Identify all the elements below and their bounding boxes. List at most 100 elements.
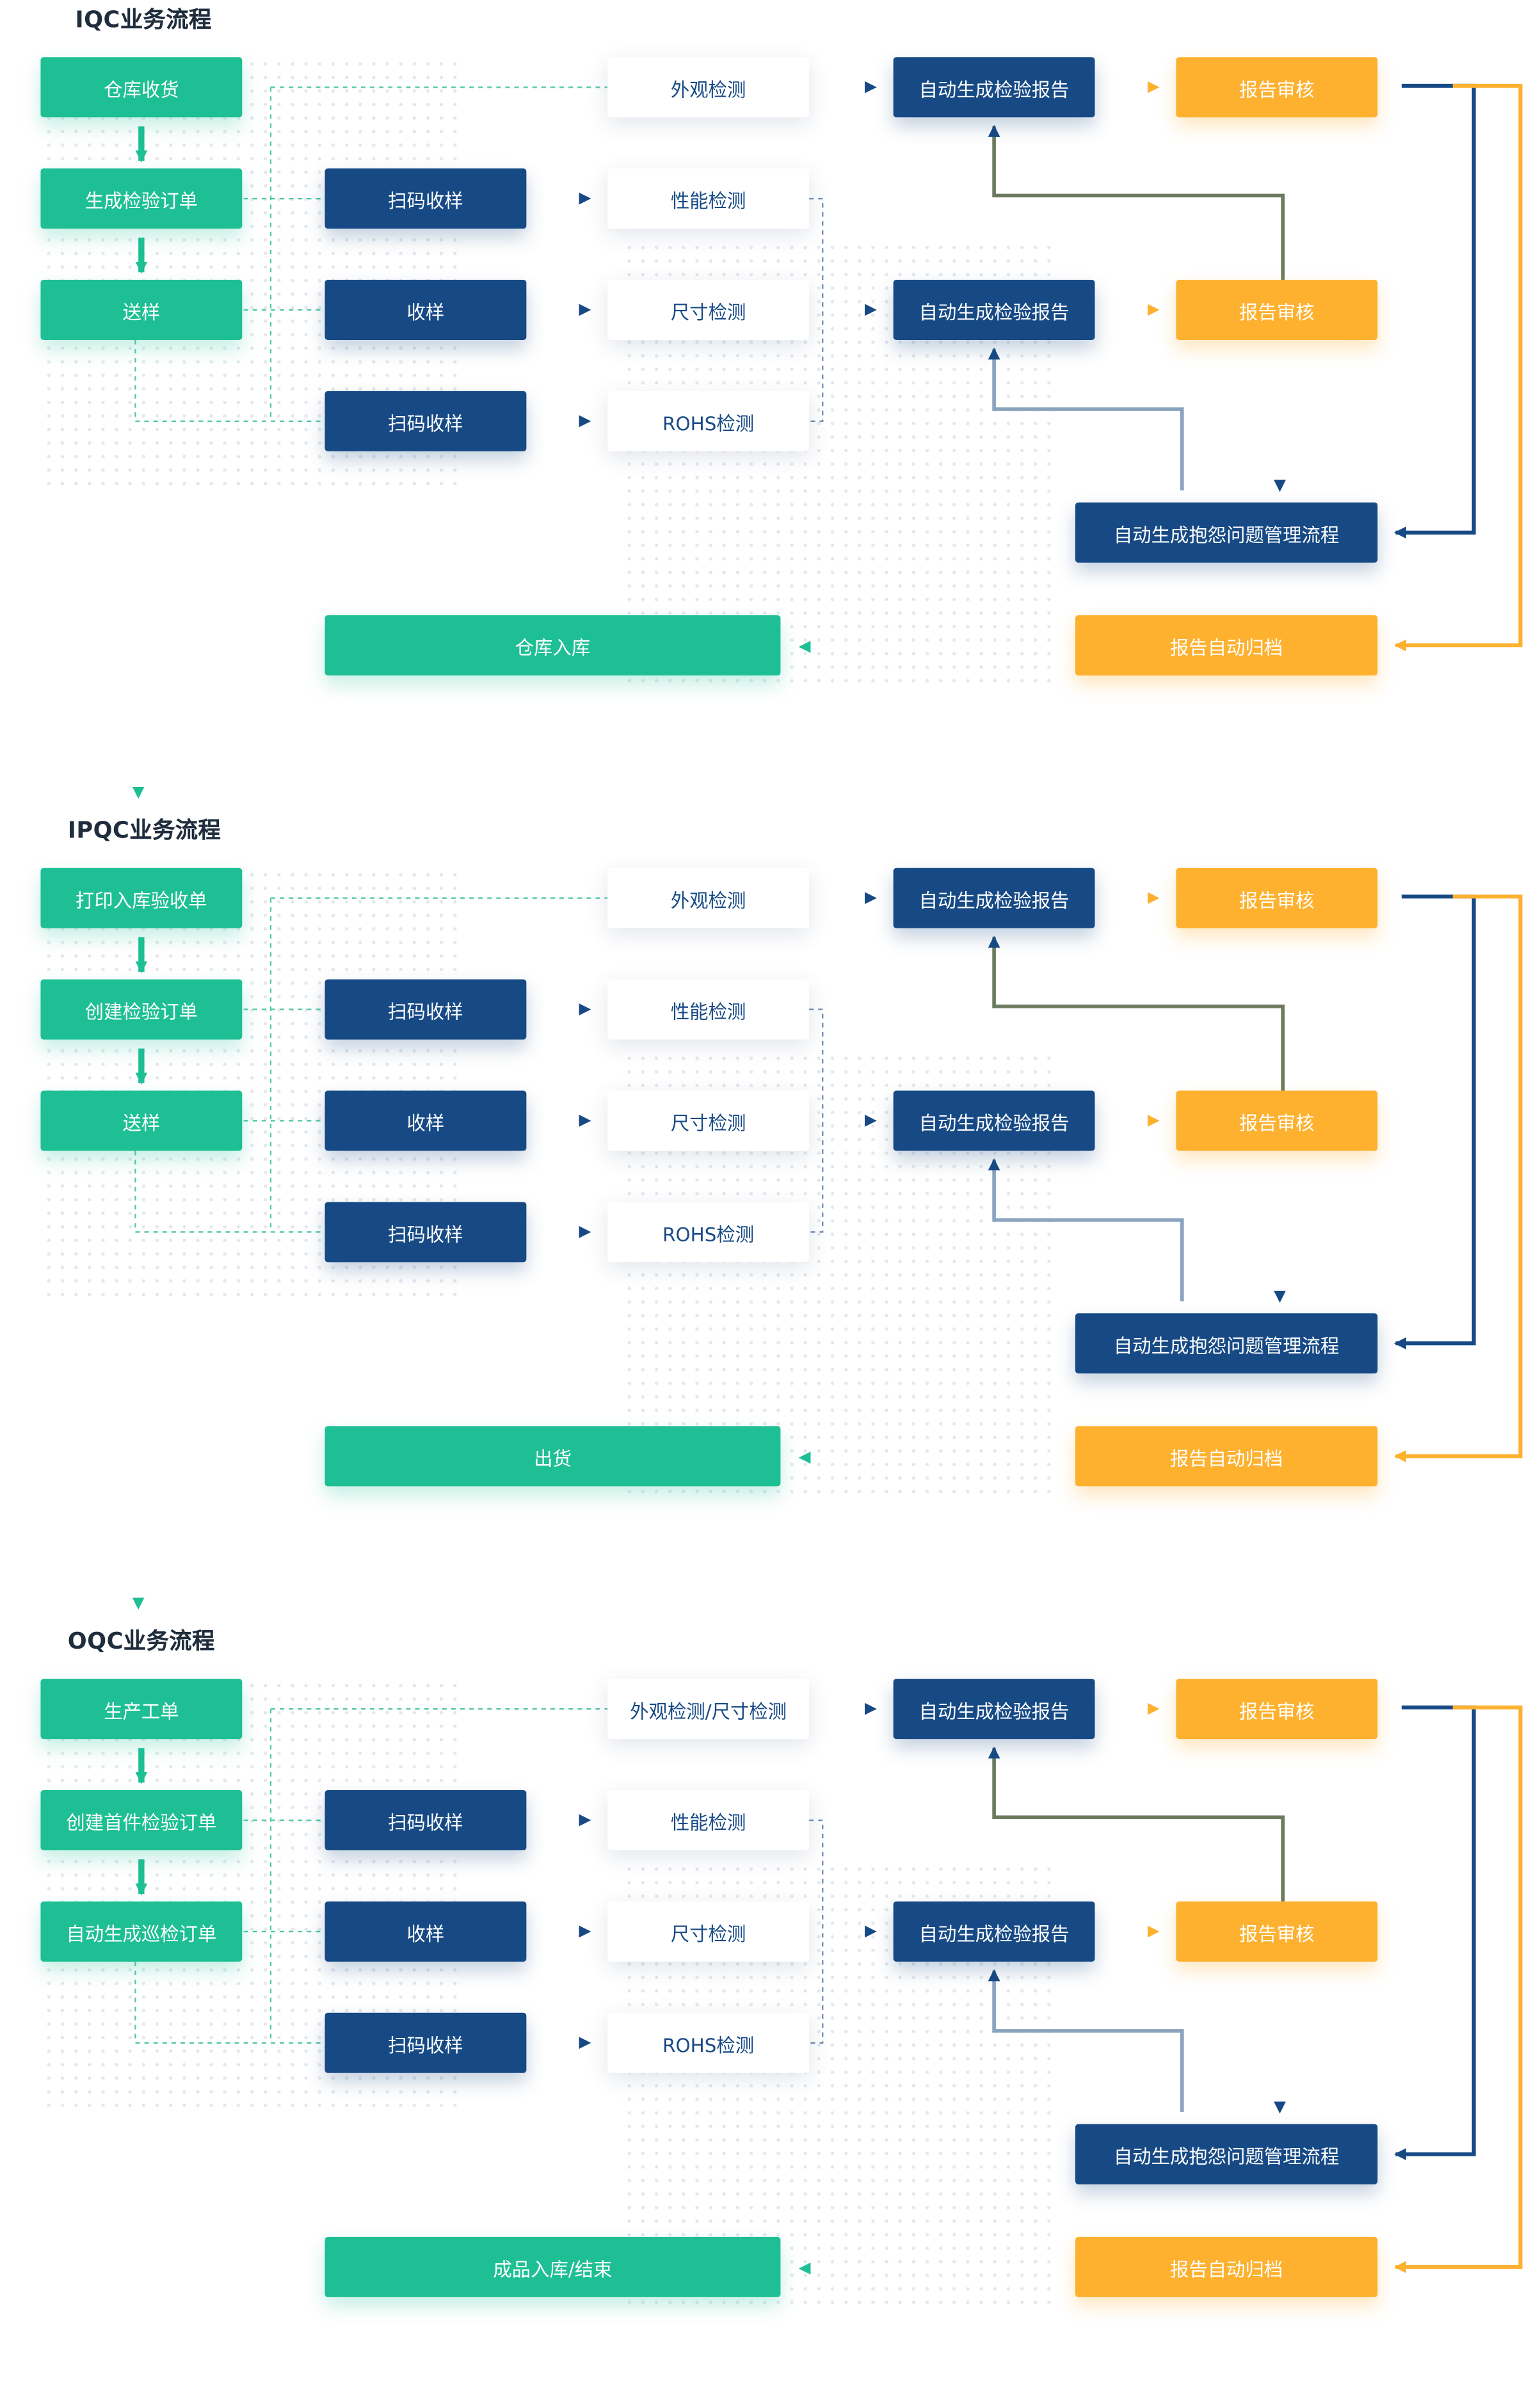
iqc-test-1-label: 外观检测	[670, 77, 746, 101]
ipqc-audit-2-label: 报告审核	[1239, 1111, 1315, 1134]
iqc-section-title: IQC业务流程	[75, 6, 212, 33]
oqc-test-4-label: ROHS检测	[662, 2033, 755, 2056]
iqc-step-1-label: 仓库收货	[104, 77, 179, 101]
ipqc-step-1[interactable]: 打印入库验收单	[40, 868, 243, 928]
ipqc-report-1[interactable]: 自动生成检验报告	[893, 868, 1095, 928]
oqc-test-3[interactable]: 尺寸检测	[607, 1901, 810, 1962]
oqc-issue-flow-label: 自动生成抱怨问题管理流程	[1113, 2144, 1340, 2167]
ipqc-section-title: IPQC业务流程	[67, 816, 221, 844]
oqc-test-1[interactable]: 外观检测/尺寸检测	[607, 1679, 810, 1740]
iqc-issue-flow[interactable]: 自动生成抱怨问题管理流程	[1075, 502, 1378, 563]
oqc-final[interactable]: 成品入库/结束	[325, 2236, 781, 2297]
iqc-archive[interactable]: 报告自动归档	[1075, 615, 1378, 675]
connector-62	[988, 1746, 1285, 1902]
ipqc-audit-1[interactable]: 报告审核	[1176, 868, 1378, 928]
ipqc-test-4-label: ROHS检测	[662, 1222, 755, 1245]
ipqc-sample-3[interactable]: 扫码收样	[325, 1202, 527, 1263]
oqc-step-1[interactable]: 生产工单	[40, 1679, 243, 1740]
ipqc-sample-3-label: 扫码收样	[388, 1222, 463, 1245]
iqc-step-3-label: 送样	[122, 300, 161, 323]
iqc-issue-flow-label: 自动生成抱怨问题管理流程	[1113, 522, 1340, 545]
connector-30	[134, 1151, 325, 1233]
ipqc-step-1-label: 打印入库验收单	[76, 888, 207, 911]
ipqc-report-2-label: 自动生成检验报告	[918, 1111, 1070, 1134]
oqc-report-1[interactable]: 自动生成检验报告	[893, 1679, 1095, 1740]
iqc-audit-1[interactable]: 报告审核	[1176, 57, 1378, 118]
connector-36	[809, 1008, 824, 1233]
connector-65	[1394, 1705, 1476, 2161]
oqc-sample-1[interactable]: 扫码收样	[325, 1790, 527, 1851]
ipqc-test-2-label: 性能检测	[670, 999, 746, 1022]
oqc-report-2[interactable]: 自动生成检验报告	[893, 1901, 1095, 1962]
ipqc-test-1-label: 外观检测	[670, 888, 746, 911]
oqc-issue-flow[interactable]: 自动生成抱怨问题管理流程	[1075, 2124, 1378, 2185]
iqc-test-3-label: 尺寸检测	[670, 300, 746, 323]
oqc-test-4[interactable]: ROHS检测	[607, 2012, 810, 2073]
ipqc-step-2[interactable]: 创建检验订单	[40, 979, 243, 1040]
ipqc-final[interactable]: 出货	[325, 1426, 781, 1487]
iqc-step-3[interactable]: 送样	[40, 280, 243, 341]
iqc-final[interactable]: 仓库入库	[325, 615, 781, 675]
iqc-sample-3-label: 扫码收样	[388, 411, 463, 434]
oqc-archive[interactable]: 报告自动归档	[1075, 2236, 1378, 2297]
connector-42	[1394, 894, 1476, 1350]
ipqc-archive[interactable]: 报告自动归档	[1075, 1426, 1378, 1487]
connector-59	[809, 1819, 824, 2044]
ipqc-sample-2-label: 收样	[406, 1111, 445, 1134]
oqc-step-2[interactable]: 创建首件检验订单	[40, 1790, 243, 1851]
oqc-report-2-label: 自动生成检验报告	[918, 1921, 1070, 1944]
ipqc-step-3[interactable]: 送样	[40, 1090, 243, 1151]
ipqc-test-1[interactable]: 外观检测	[607, 868, 810, 928]
iqc-step-2-label: 生成检验订单	[84, 188, 198, 212]
connector-7	[134, 340, 325, 423]
iqc-sample-3[interactable]: 扫码收样	[325, 391, 527, 451]
iqc-step-1[interactable]: 仓库收货	[40, 57, 243, 118]
iqc-report-2-label: 自动生成检验报告	[918, 300, 1070, 323]
ipqc-test-2[interactable]: 性能检测	[607, 979, 810, 1040]
oqc-sample-2[interactable]: 收样	[325, 1901, 527, 1962]
iqc-test-3[interactable]: 尺寸检测	[607, 280, 810, 341]
oqc-audit-1[interactable]: 报告审核	[1176, 1679, 1378, 1740]
oqc-audit-2[interactable]: 报告审核	[1176, 1901, 1378, 1962]
oqc-step-1-label: 生产工单	[104, 1699, 179, 1722]
iqc-audit-2[interactable]: 报告审核	[1176, 280, 1378, 341]
ipqc-sample-2[interactable]: 收样	[325, 1090, 527, 1151]
iqc-step-2[interactable]: 生成检验订单	[40, 168, 243, 229]
connector-53	[134, 1961, 325, 2044]
iqc-archive-label: 报告自动归档	[1169, 635, 1283, 658]
ipqc-report-1-label: 自动生成检验报告	[918, 888, 1070, 911]
iqc-test-4[interactable]: ROHS检测	[607, 391, 810, 451]
ipqc-issue-flow[interactable]: 自动生成抱怨问题管理流程	[1075, 1313, 1378, 1374]
connector-39	[988, 935, 1285, 1091]
connector-13	[809, 197, 824, 423]
oqc-audit-2-label: 报告审核	[1239, 1921, 1315, 1944]
ipqc-test-3-label: 尺寸检测	[670, 1111, 746, 1134]
connector-64	[988, 1969, 1184, 2112]
iqc-test-1[interactable]: 外观检测	[607, 57, 810, 118]
oqc-test-2-label: 性能检测	[670, 1810, 746, 1833]
oqc-report-1-label: 自动生成检验报告	[918, 1699, 1070, 1722]
iqc-report-2[interactable]: 自动生成检验报告	[893, 280, 1095, 341]
connector-41	[988, 1158, 1184, 1302]
iqc-sample-1[interactable]: 扫码收样	[325, 168, 527, 229]
ipqc-test-3[interactable]: 尺寸检测	[607, 1090, 810, 1151]
ipqc-sample-1[interactable]: 扫码收样	[325, 979, 527, 1040]
oqc-step-3[interactable]: 自动生成巡检订单	[40, 1901, 243, 1962]
oqc-sample-3[interactable]: 扫码收样	[325, 2012, 527, 2073]
ipqc-test-4[interactable]: ROHS检测	[607, 1202, 810, 1263]
ipqc-issue-flow-label: 自动生成抱怨问题管理流程	[1113, 1333, 1340, 1357]
ipqc-sample-1-label: 扫码收样	[388, 999, 463, 1022]
ipqc-audit-2[interactable]: 报告审核	[1176, 1090, 1378, 1151]
iqc-test-2[interactable]: 性能检测	[607, 168, 810, 229]
iqc-sample-2-label: 收样	[406, 300, 445, 323]
oqc-test-2[interactable]: 性能检测	[607, 1790, 810, 1851]
iqc-test-4-label: ROHS检测	[662, 411, 755, 434]
ipqc-report-2[interactable]: 自动生成检验报告	[893, 1090, 1095, 1151]
connector-66	[1394, 1705, 1523, 2274]
iqc-report-1[interactable]: 自动生成检验报告	[893, 57, 1095, 118]
oqc-final-label: 成品入库/结束	[493, 2257, 613, 2280]
ipqc-step-3-label: 送样	[122, 1111, 161, 1134]
iqc-sample-2[interactable]: 收样	[325, 280, 527, 341]
